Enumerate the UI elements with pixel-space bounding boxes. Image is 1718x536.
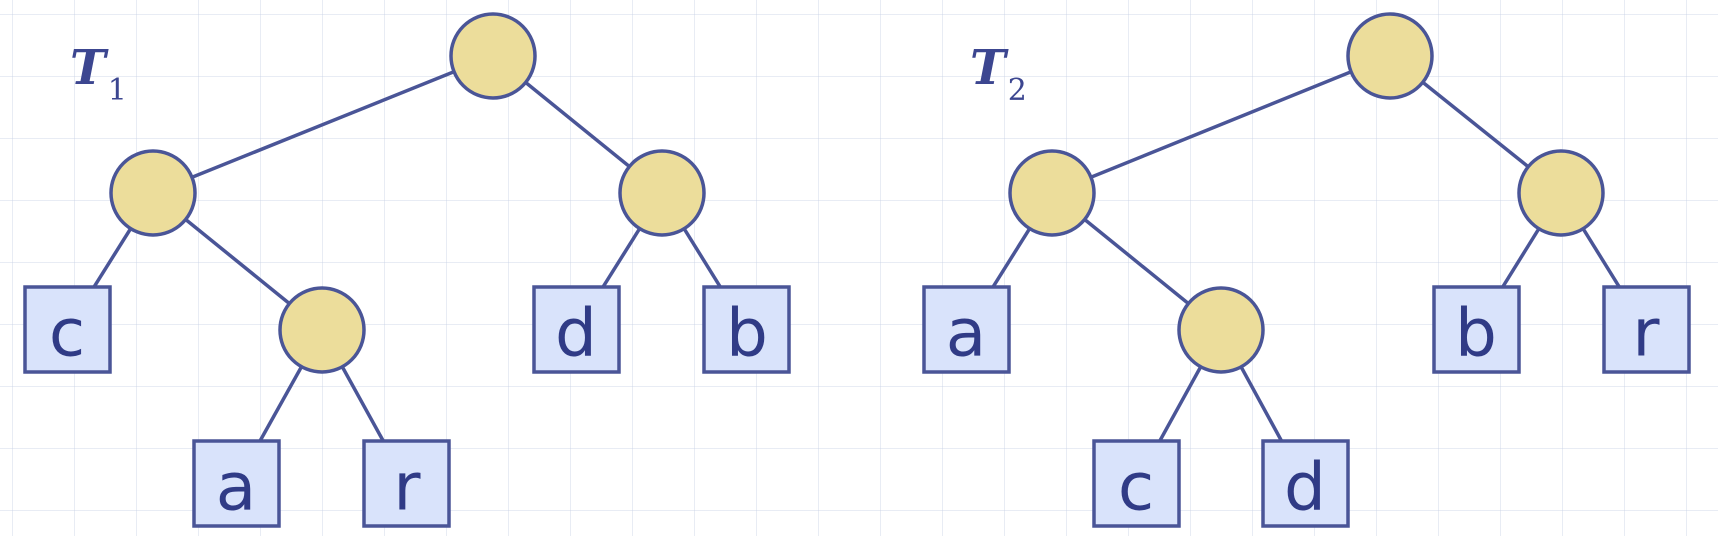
- edge: [152, 54, 494, 195]
- tree-label-t2-letter: T: [970, 40, 1006, 96]
- internal-node-root: [449, 12, 537, 100]
- tree-label-t1: T1: [70, 44, 127, 106]
- tree-label-t1-subscript: 1: [107, 73, 127, 108]
- internal-node: [1008, 149, 1096, 237]
- edge: [1051, 54, 1391, 195]
- leaf-label: d: [1284, 449, 1326, 526]
- leaf-node: [1602, 285, 1691, 374]
- leaf-label: a: [946, 295, 986, 372]
- internal-node-root: [1346, 12, 1434, 100]
- leaf-node: [1092, 439, 1181, 528]
- leaf-node: [922, 285, 1011, 374]
- leaf-node: [532, 285, 621, 374]
- leaf-label: b: [726, 295, 768, 372]
- internal-node: [278, 286, 366, 374]
- leaf-node: [1432, 285, 1521, 374]
- leaf-label: a: [216, 449, 256, 526]
- internal-node: [1517, 149, 1605, 237]
- leaf-node: [362, 439, 451, 528]
- tree-t2: a c d b r: [922, 12, 1691, 528]
- leaf-label: r: [393, 449, 421, 526]
- leaf-label: b: [1455, 295, 1497, 372]
- tree-label-t2-subscript: 2: [1007, 73, 1027, 108]
- leaf-node: [702, 285, 791, 374]
- internal-node: [109, 149, 197, 237]
- tree-label-t1-letter: T: [70, 40, 106, 96]
- tree-label-t2: T2: [970, 44, 1027, 106]
- leaf-node: [192, 439, 281, 528]
- leaf-label: d: [555, 295, 597, 372]
- leaf-label: c: [1118, 449, 1154, 526]
- internal-node: [618, 149, 706, 237]
- leaf-label: r: [1632, 295, 1660, 372]
- leaf-node: [23, 285, 112, 374]
- internal-node: [1177, 286, 1265, 374]
- tree-t1: c a r d b: [23, 12, 791, 528]
- leaf-label: c: [49, 295, 85, 372]
- leaf-node: [1261, 439, 1350, 528]
